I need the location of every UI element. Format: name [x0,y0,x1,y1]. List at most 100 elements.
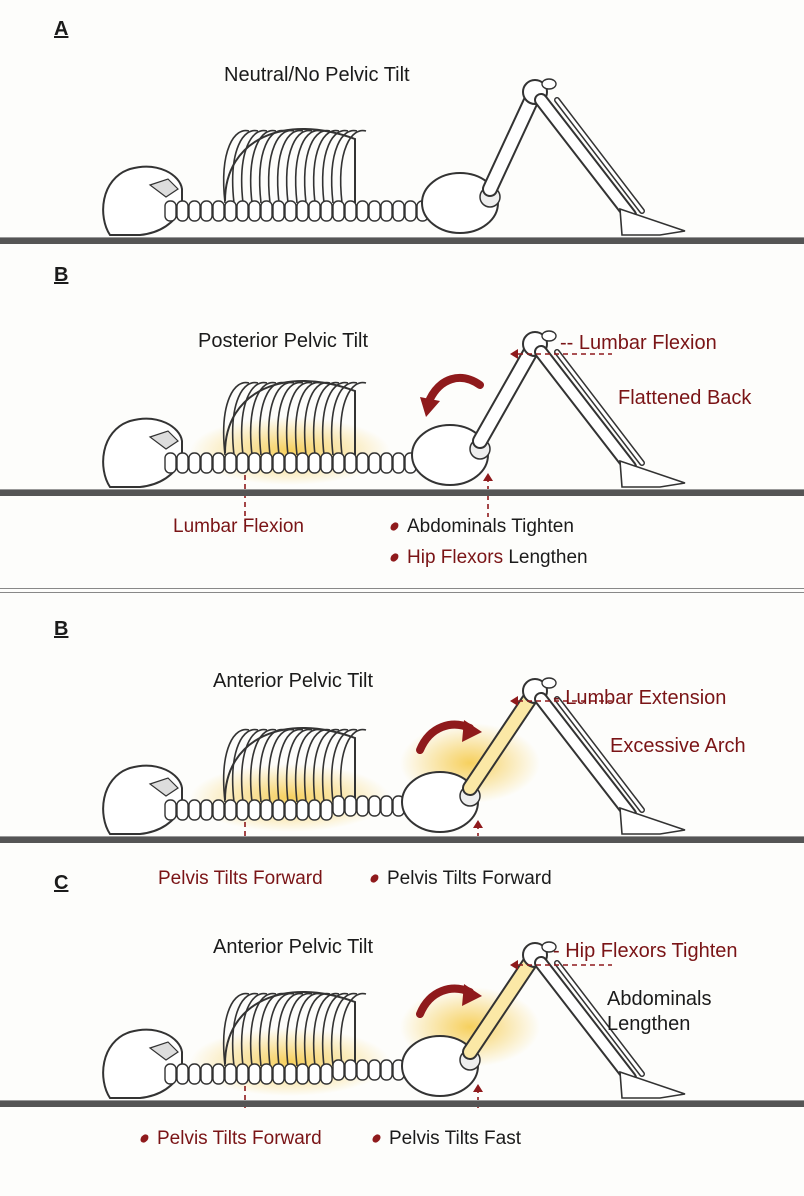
skeleton-anterior [102,677,686,842]
vertebra [176,200,189,222]
foot [619,459,686,488]
vertebra [248,200,261,222]
leader-arrow-icon [473,1084,483,1092]
rib [250,129,277,204]
bullet-icon [138,1133,151,1145]
fibula [555,98,644,213]
foot [619,1070,686,1099]
ribcage-outline [224,990,356,1066]
vertebra [200,1063,213,1085]
label-pelvis-tilts-forward-c: Pelvis Tilts Forward [138,1128,322,1150]
vertebra [176,1063,189,1085]
skull-orbit [148,777,179,797]
rib [322,728,349,803]
rib [322,992,349,1067]
rib [223,381,250,456]
floor [0,237,804,244]
vertebra [308,200,321,222]
vertebra [296,452,309,474]
vertebra [320,452,333,474]
rib [223,728,250,803]
arrow-head-icon [462,720,482,742]
bullet-icon [388,552,401,564]
label-lumbar-flexion-top: -- Lumbar Flexion [560,332,717,354]
vertebra [368,200,381,222]
rib [313,992,340,1067]
vertebra [188,200,201,222]
vertebra [392,200,405,222]
vertebra [356,452,369,474]
fibula [555,350,644,465]
panel-title: Anterior Pelvic Tilt [213,936,374,958]
vertebra [332,452,345,474]
panel-b-anterior: B Anterior Pelvic Tilt - Lumbar Extensio… [0,596,804,843]
rib [232,129,259,204]
vertebra [356,1059,369,1081]
vertebra [200,200,213,222]
fibula [555,697,644,812]
vertebra [308,452,321,474]
vertebra [380,795,393,817]
vertebra [248,799,261,821]
rib [340,381,367,456]
vertebra [260,200,273,222]
vertebra [236,1063,249,1085]
patella [541,677,557,689]
vertebra [320,799,333,821]
vertebra [272,799,285,821]
spine-glow [190,417,390,485]
rib [223,992,250,1067]
vertebra [392,452,405,474]
vertebra [272,452,285,474]
rib [322,129,349,204]
patella [541,941,557,953]
panel-letter: B [54,618,69,640]
floor [0,1100,804,1107]
tibia [536,95,635,220]
vertebra [296,1063,309,1085]
rib [259,129,286,204]
rib [295,129,322,204]
vertebra [368,795,381,817]
vertebra [236,799,249,821]
leader-arrow-icon [510,696,518,706]
vertebra [260,452,273,474]
vertebra [260,799,273,821]
rib [340,728,367,803]
skull-orbit [148,1041,179,1061]
label-lumbar-flexion-bottom: Lumbar Flexion [173,516,304,537]
leader-arrow-icon [510,960,518,970]
bullet-icon [388,521,401,533]
vertebra [224,799,237,821]
vertebra [164,452,177,474]
vertebra [212,452,225,474]
leader-arrow-icon [483,473,493,481]
vertebra [200,799,213,821]
rib [277,129,304,204]
rib [331,728,358,803]
label-excessive-arch: Excessive Arch [610,735,746,757]
skeleton-neutral [102,78,686,236]
vertebra [248,1063,261,1085]
label-flattened-back: Flattened Back [618,387,752,409]
label-hip-flexors-lengthen: Hip Flexors Lengthen [388,547,588,569]
vertebra [356,795,369,817]
vertebra [188,1063,201,1085]
vertebra [380,200,393,222]
label-hip-flexors-tighten: - Hip Flexors Tighten [553,940,738,962]
vertebra [284,1063,297,1085]
rib [232,992,259,1067]
rib [286,992,313,1067]
bullet-icon [370,1133,383,1145]
rib [331,992,358,1067]
vertebra [296,799,309,821]
vertebra [284,799,297,821]
skeleton-posterior [102,330,686,521]
vertebra [380,1059,393,1081]
vertebra [320,200,333,222]
panel-letter: C [54,872,69,894]
rib [286,129,313,204]
rib [331,129,358,204]
femur [474,338,541,447]
panel-b-posterior: B Posterior Pelvic Tilt -- Lumbar Flexio… [0,246,804,593]
